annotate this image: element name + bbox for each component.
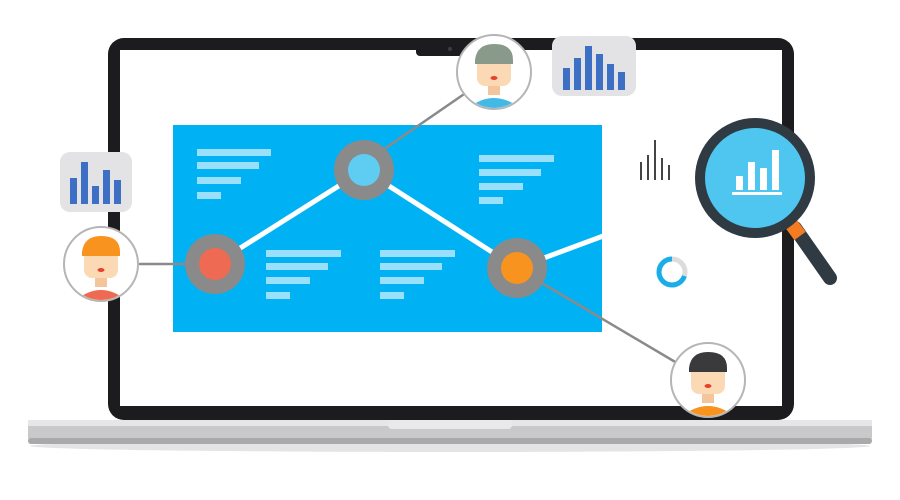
trackpad-notch xyxy=(388,420,512,429)
network-node-icon xyxy=(487,238,547,298)
panel-text-block-top-left xyxy=(197,149,271,199)
user-avatar-icon xyxy=(670,342,746,418)
donut-chart-icon xyxy=(656,256,688,288)
network-node-icon xyxy=(185,234,245,294)
user-avatar-icon xyxy=(63,226,139,302)
magnifier-chart-icon xyxy=(732,150,782,195)
bar-chart-icon xyxy=(552,36,636,96)
magnifier-icon xyxy=(695,118,837,285)
panel-text-block-bottom-right xyxy=(380,250,455,299)
panel-text-block-bottom-left xyxy=(266,250,341,299)
user-avatar-icon xyxy=(456,34,532,110)
laptop-base-edge xyxy=(28,438,872,444)
panel-text-block-top-right xyxy=(479,155,554,204)
camera-icon xyxy=(447,46,453,52)
mini-bar-chart-icon xyxy=(640,140,670,180)
network-node-icon xyxy=(334,140,394,200)
bar-chart-icon xyxy=(60,152,132,212)
